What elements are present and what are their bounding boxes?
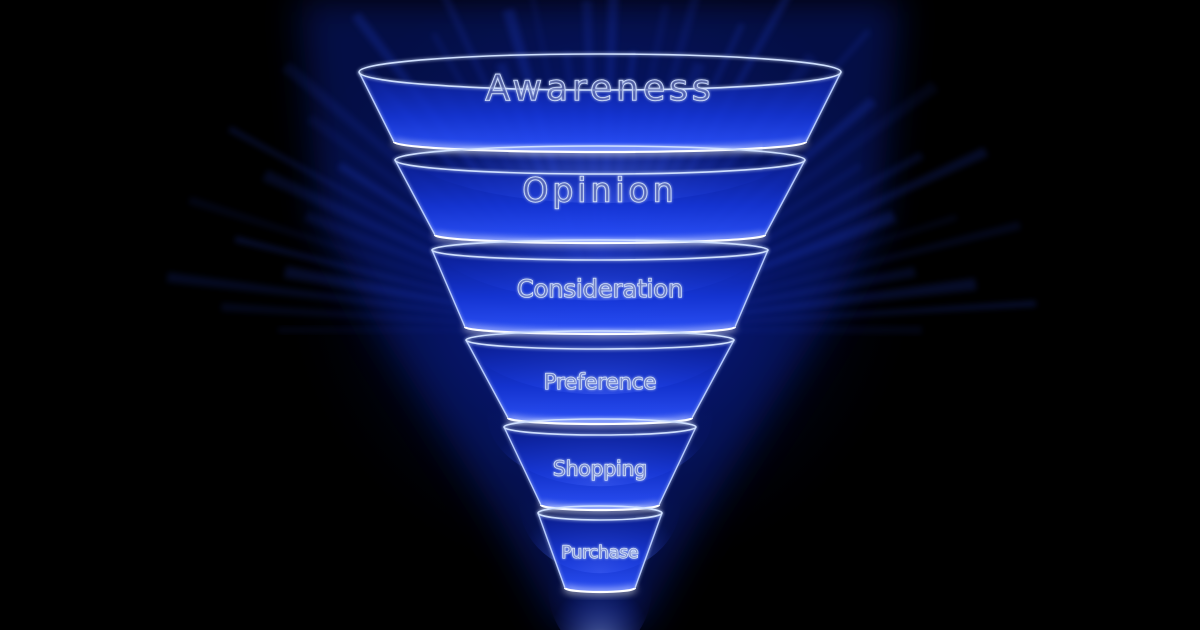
stage-edges bbox=[503, 426, 697, 506]
funnel-stages: AwarenessOpinionConsiderationPreferenceS… bbox=[358, 53, 842, 630]
stage-edges bbox=[431, 249, 769, 328]
stage-top-rim bbox=[394, 145, 806, 175]
stage-top-rim bbox=[358, 53, 842, 91]
stage-bottom-rim bbox=[463, 326, 737, 336]
stage-top-rim bbox=[503, 418, 697, 436]
funnel-stage-6: Purchase bbox=[537, 505, 663, 630]
light-ray bbox=[278, 327, 600, 333]
stage-bottom-rim bbox=[506, 417, 694, 426]
light-ray bbox=[600, 326, 922, 334]
stage-bottom-rim bbox=[539, 504, 661, 512]
stage-edges bbox=[465, 339, 735, 419]
stage-label: Preference bbox=[544, 370, 657, 394]
funnel-stage-1: Awareness bbox=[358, 53, 842, 203]
stage-label: Purchase bbox=[561, 543, 638, 563]
stage-edges bbox=[537, 512, 663, 589]
stage-top-rim bbox=[465, 330, 735, 350]
stage-label: Opinion bbox=[522, 171, 677, 210]
stage-label: Consideration bbox=[517, 275, 683, 303]
stage-bottom-rim bbox=[392, 141, 808, 154]
stage-bottom-rim bbox=[433, 234, 767, 245]
stage-edges bbox=[358, 71, 842, 143]
stage-top-rim bbox=[431, 239, 769, 261]
stage-label: Awareness bbox=[485, 68, 714, 109]
stage-label: Shopping bbox=[553, 457, 647, 481]
stage-edges bbox=[394, 159, 806, 236]
stage-bottom-rim bbox=[563, 587, 637, 594]
stage-top-rim bbox=[537, 505, 663, 521]
stage-burst bbox=[547, 518, 653, 630]
